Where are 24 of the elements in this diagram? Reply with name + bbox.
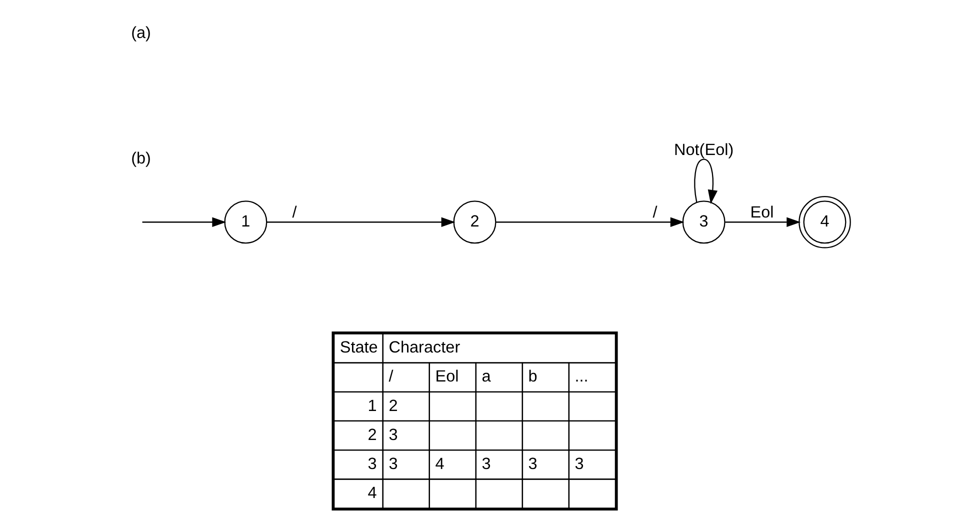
edge-label: Eol [750,204,774,222]
label: 1 [368,396,377,415]
label: / [388,368,394,386]
label: 4 [368,484,377,502]
label: 4 [435,454,444,473]
label: 3 [528,454,538,473]
label: State [340,338,378,357]
label: Eol [435,368,459,386]
edge-label: / [292,204,297,222]
edge-label: Not(Eol) [674,140,734,159]
label: 3 [388,454,398,473]
label: a [482,368,491,386]
label: 3 [482,454,491,473]
label: b [528,368,538,386]
label: 3 [574,454,584,473]
label: 3 [368,454,377,473]
label: ... [574,368,588,386]
label: (a) [131,24,151,42]
label: (b) [131,150,151,168]
label: 2 [368,426,377,444]
edge-label: / [652,204,658,222]
label: Character [388,338,460,357]
label: 3 [388,426,398,444]
label: 2 [388,396,398,415]
